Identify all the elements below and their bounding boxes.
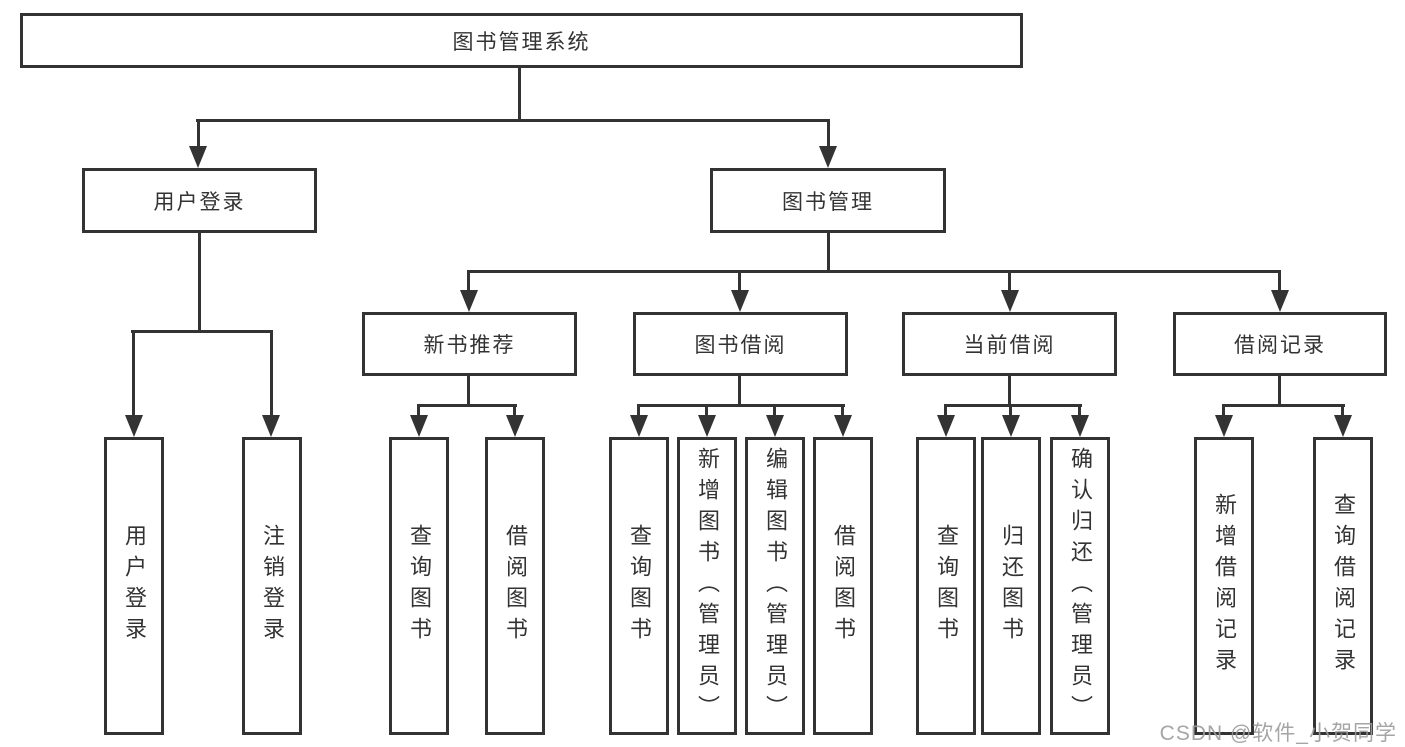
connector-shaft-book-borrowing: [738, 270, 741, 292]
connector-book-borrowing-rail: [637, 404, 845, 407]
arrowhead-add-borrow-record: [1215, 415, 1233, 437]
leaf-label: 借阅图书: [831, 524, 856, 648]
node-borrowing-records: 借阅记录: [1173, 312, 1387, 376]
connector-shaft-add-borrow-record: [1222, 404, 1225, 418]
connector-root-stem: [518, 68, 521, 122]
leaf-label: 归还图书: [999, 524, 1024, 648]
arrowhead-current-borrowing: [1001, 290, 1019, 312]
arrowhead-borrow-books-recommend: [506, 415, 524, 437]
connector-shaft-return-books: [1009, 404, 1012, 418]
leaf-label: 编辑图书（管理员）: [763, 446, 788, 726]
leaf-logout: 注销登录: [242, 437, 302, 735]
arrowhead-new-book-recommend: [460, 290, 478, 312]
leaf-label: 借阅图书: [503, 524, 528, 648]
connector-shaft-confirm-return-admin: [1078, 404, 1081, 418]
leaf-user-login: 用户登录: [104, 437, 164, 735]
connector-shaft-borrow-books-borrowing: [841, 404, 844, 418]
leaf-label: 查询图书: [407, 524, 432, 648]
connector-new-book-stem: [467, 376, 470, 407]
node-user-login: 用户登录: [82, 168, 317, 233]
arrowhead-return-books: [1002, 415, 1020, 437]
connector-shaft-borrow-books-recommend: [513, 404, 516, 418]
leaf-query-books-borrowing: 查询图书: [609, 437, 669, 735]
leaf-label: 新增图书（管理员）: [695, 446, 720, 726]
arrowhead-borrowing-records: [1271, 290, 1289, 312]
connector-shaft-query-books-borrowing: [637, 404, 640, 418]
connector-shaft-query-books-current: [944, 404, 947, 418]
connector-current-borrowing-rail: [944, 404, 1082, 407]
leaf-label: 查询图书: [627, 524, 652, 648]
arrowhead-confirm-return-admin: [1071, 415, 1089, 437]
leaf-borrow-books-borrowing: 借阅图书: [813, 437, 873, 735]
leaf-add-borrow-record: 新增借阅记录: [1194, 437, 1254, 735]
arrowhead-query-books-recommend: [410, 415, 428, 437]
connector-borrowing-records-rail: [1222, 404, 1345, 407]
leaf-return-books: 归还图书: [981, 437, 1041, 735]
arrowhead-borrow-books-borrowing: [834, 415, 852, 437]
leaf-label: 用户登录: [122, 524, 147, 648]
leaf-edit-book-admin: 编辑图书（管理员）: [745, 437, 805, 735]
arrowhead-leaf-user-login: [125, 415, 143, 437]
leaf-query-borrow-record: 查询借阅记录: [1313, 437, 1373, 735]
csdn-watermark: CSDN @软件_小贺同学: [1159, 722, 1397, 745]
arrowhead-book-borrowing: [731, 290, 749, 312]
connector-current-borrowing-stem: [1008, 376, 1011, 407]
arrowhead-book-management: [819, 146, 837, 168]
leaf-label: 查询借阅记录: [1331, 493, 1356, 679]
arrowhead-query-books-borrowing: [630, 415, 648, 437]
connector-shaft-user-login: [197, 119, 200, 148]
connector-book-borrowing-stem: [738, 376, 741, 407]
leaf-query-books-current: 查询图书: [916, 437, 976, 735]
connector-shaft-edit-book-admin: [773, 404, 776, 418]
connector-shaft-borrowing-records: [1278, 270, 1281, 292]
arrowhead-edit-book-admin: [766, 415, 784, 437]
leaf-label: 新增借阅记录: [1212, 493, 1237, 679]
node-new-book-recommend: 新书推荐: [362, 312, 577, 376]
connector-shaft-add-book-admin: [705, 404, 708, 418]
node-library-system: 图书管理系统: [20, 13, 1023, 68]
leaf-add-book-admin: 新增图书（管理员）: [677, 437, 737, 735]
leaf-label: 查询图书: [934, 524, 959, 648]
node-book-borrowing: 图书借阅: [633, 312, 848, 376]
leaf-borrow-books-recommend: 借阅图书: [485, 437, 545, 735]
connector-level3-rail: [467, 270, 1281, 273]
leaf-label: 确认归还（管理员）: [1068, 446, 1093, 726]
connector-shaft-new-book-recommend: [467, 270, 470, 292]
connector-shaft-query-books-recommend: [417, 404, 420, 418]
connector-new-book-rail: [417, 404, 517, 407]
connector-user-login-stem: [198, 233, 201, 333]
connector-shaft-leaf-user-login: [132, 330, 135, 417]
connector-shaft-book-management: [827, 119, 830, 148]
leaf-label: 注销登录: [260, 524, 285, 648]
connector-user-login-rail: [131, 330, 272, 333]
leaf-query-books-recommend: 查询图书: [389, 437, 449, 735]
connector-shaft-leaf-logout: [270, 330, 273, 417]
connector-borrowing-records-stem: [1278, 376, 1281, 407]
arrowhead-add-book-admin: [698, 415, 716, 437]
node-book-management: 图书管理: [710, 168, 946, 233]
arrowhead-user-login: [189, 146, 207, 168]
connector-shaft-current-borrowing: [1008, 270, 1011, 292]
connector-shaft-query-borrow-record: [1341, 404, 1344, 418]
leaf-confirm-return-admin: 确认归还（管理员）: [1050, 437, 1110, 735]
arrowhead-leaf-logout: [262, 415, 280, 437]
node-current-borrowing: 当前借阅: [902, 312, 1117, 376]
connector-book-management-stem: [827, 233, 830, 273]
arrowhead-query-books-current: [937, 415, 955, 437]
connector-level2-rail: [196, 119, 830, 122]
arrowhead-query-borrow-record: [1334, 415, 1352, 437]
